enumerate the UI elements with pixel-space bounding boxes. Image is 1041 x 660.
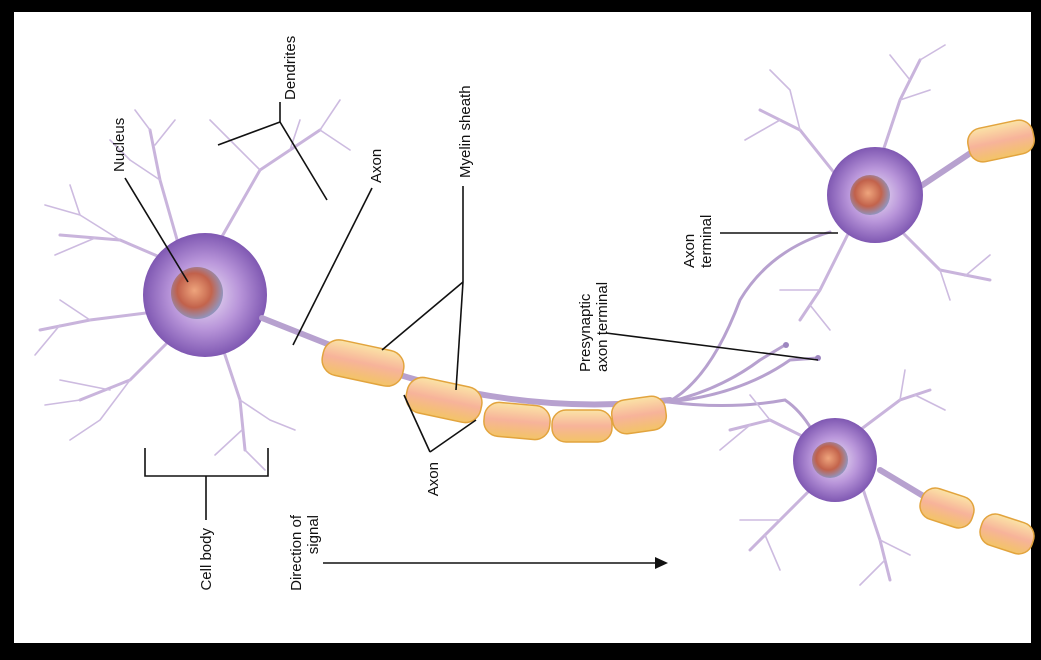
presynaptic-label-line2: axon terminal [594,282,611,372]
axon-terminal-label-line1: Axon [681,234,698,268]
nucleus [171,267,223,319]
nucleus [850,175,890,215]
cell-body-label: Cell body [198,528,215,591]
axon-top-label: Axon [368,149,385,183]
nucleus-label: Nucleus [111,118,128,172]
direction-label-line1: Direction of [288,514,305,591]
direction-label-line2: signal [305,515,322,554]
myelin-segment [552,410,612,442]
myelin-sheath-label: Myelin sheath [457,85,474,178]
presynaptic-label-line1: Presynaptic [577,293,594,372]
axon-bottom-label: Axon [425,462,442,496]
axon-terminal-label-line2: terminal [698,215,715,268]
nucleus [812,442,848,478]
myelin-segment [483,401,552,441]
dendrites-label: Dendrites [282,36,299,100]
